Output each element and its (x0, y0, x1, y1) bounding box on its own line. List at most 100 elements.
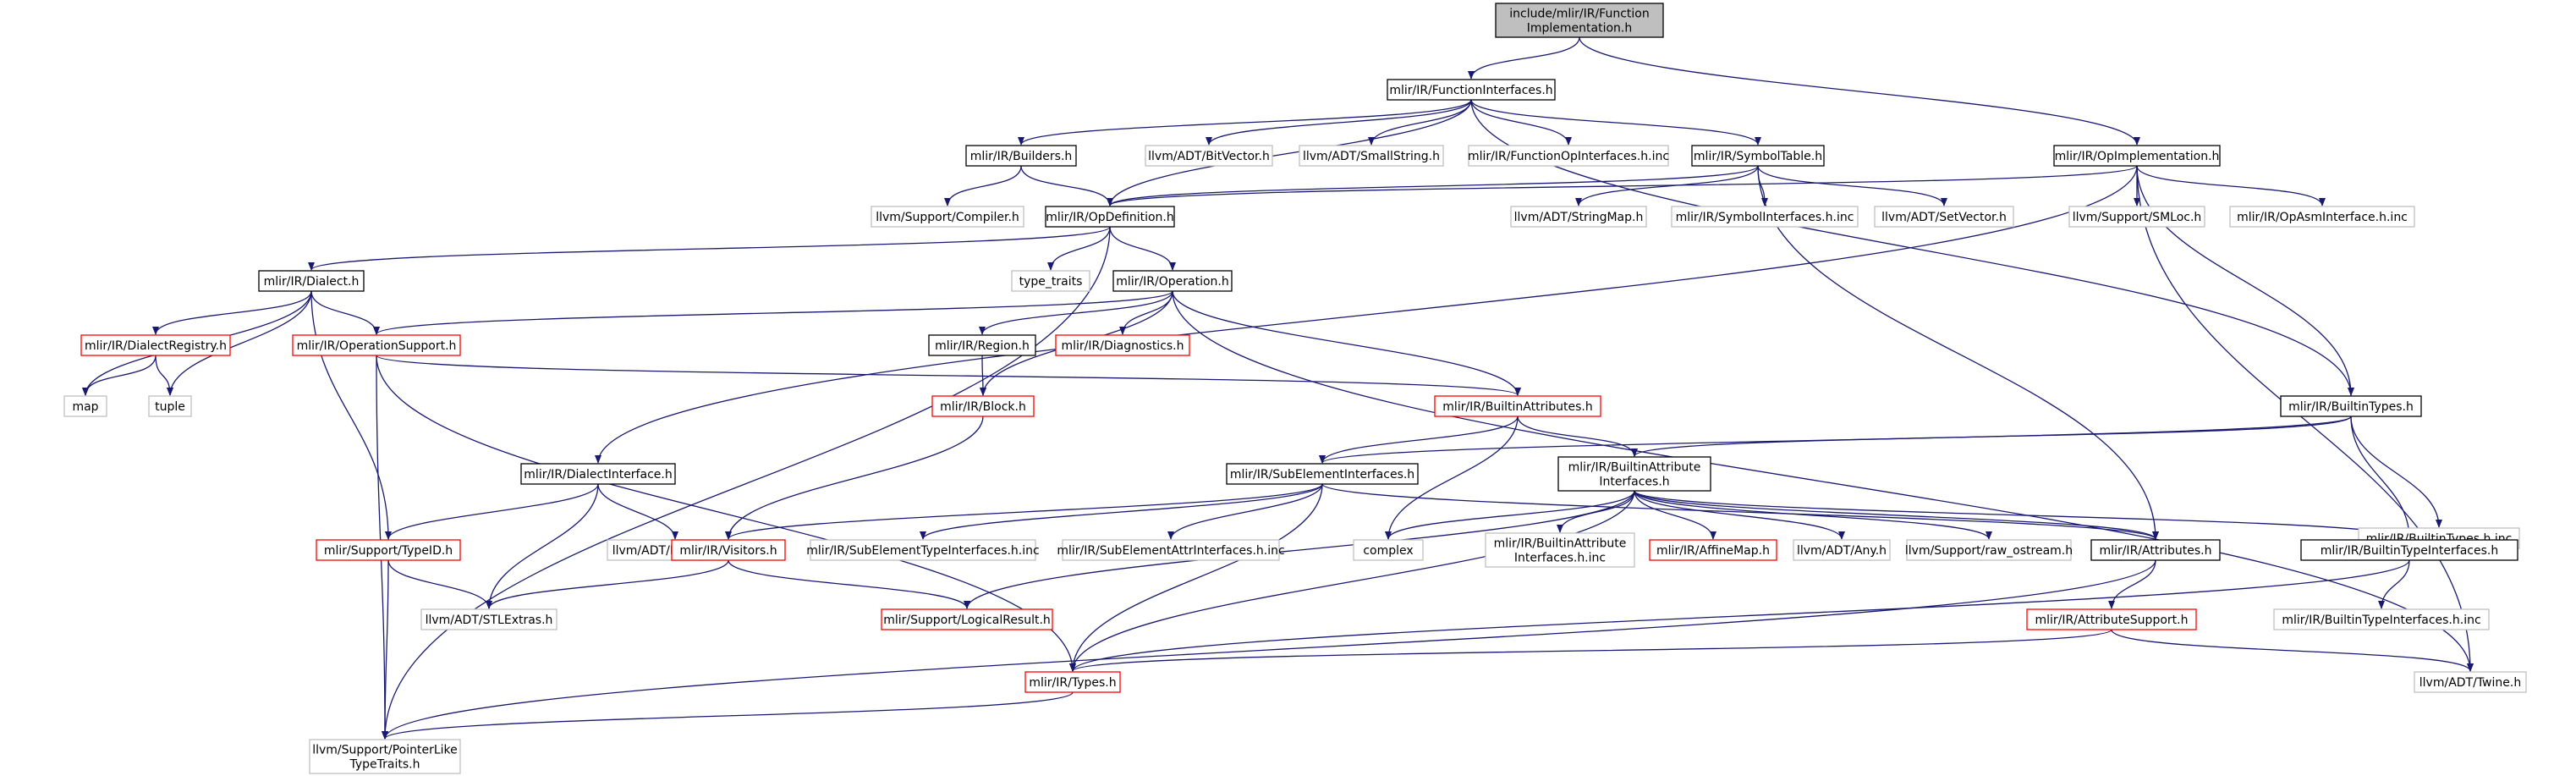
dependency-edge (2350, 416, 2413, 540)
node-box (1671, 206, 1859, 228)
node-box (1557, 456, 1711, 492)
file-node-dialectif[interactable]: mlir/IR/DialectInterface.h (520, 463, 676, 485)
node-box (1793, 539, 1891, 561)
node-label: mlir/IR/BuiltinTypeInterfaces.h.inc (2282, 614, 2480, 627)
node-label: mlir/IR/Region.h (935, 339, 1030, 353)
node-box (1495, 3, 1664, 38)
file-node-typeid[interactable]: mlir/Support/TypeID.h (316, 539, 461, 561)
node-box (2090, 539, 2221, 561)
node-label: mlir/IR/OpAsmInterface.h.inc (2237, 211, 2408, 224)
file-node-diagnostics[interactable]: mlir/IR/Diagnostics.h (1055, 334, 1190, 356)
dependency-edge (1579, 36, 2140, 146)
node-label: mlir/IR/BuiltinAttribute (1568, 461, 1701, 475)
node-label: mlir/IR/OpImplementation.h (2055, 150, 2220, 163)
node-label: mlir/IR/SubElementTypeInterfaces.h.inc (806, 544, 1039, 558)
node-box (2300, 539, 2518, 561)
node-box (1691, 145, 1825, 167)
file-node-opimpl[interactable]: mlir/IR/OpImplementation.h (2053, 145, 2221, 167)
file-node-dialectreg[interactable]: mlir/IR/DialectRegistry.h (80, 334, 231, 356)
file-node-region[interactable]: mlir/IR/Region.h (928, 334, 1036, 356)
dependency-edge (308, 226, 1111, 271)
dependency-edge (1172, 290, 2474, 672)
node-label: mlir/IR/FunctionInterfaces.h (1389, 84, 1552, 97)
node-label: llvm/ADT/Twine.h (2419, 676, 2521, 690)
node-box (2280, 395, 2422, 417)
file-node-types[interactable]: mlir/IR/Types.h (1024, 671, 1121, 693)
node-box (881, 608, 1053, 630)
node-box (1434, 395, 1601, 417)
dependency-edge (82, 355, 157, 396)
file-node-visitors[interactable]: mlir/IR/Visitors.h (671, 539, 786, 561)
file-node-logicalresult[interactable]: mlir/Support/LogicalResult.h (881, 608, 1053, 630)
file-node-operation[interactable]: mlir/IR/Operation.h (1112, 270, 1233, 292)
node-box (965, 145, 1077, 167)
node-box (2414, 671, 2527, 693)
dependency-edge (1107, 165, 2138, 206)
dependency-edge (1757, 165, 1947, 206)
dependency-edge (1069, 483, 1323, 672)
node-box (1145, 145, 1273, 167)
node-label: Implementation.h (1527, 22, 1633, 36)
dependency-edge (376, 355, 1521, 396)
node-label: mlir/IR/OperationSupport.h (297, 339, 457, 353)
node-label: tuple (155, 400, 185, 414)
file-node-funcif[interactable]: mlir/IR/FunctionInterfaces.h (1387, 79, 1556, 101)
file-node-attributes[interactable]: mlir/IR/Attributes.h (2090, 539, 2221, 561)
file-node-opdef[interactable]: mlir/IR/OpDefinition.h (1045, 206, 1175, 228)
dependency-edge (597, 483, 678, 540)
dependency-edge (1107, 165, 1759, 206)
node-label: mlir/IR/SubElementInterfaces.h (1230, 468, 1414, 482)
file-node-builtinattrs[interactable]: mlir/IR/BuiltinAttributes.h (1434, 395, 1601, 417)
dependency-edge (979, 290, 1173, 335)
dependency-edge (964, 490, 1635, 609)
dependency-edge (1321, 483, 2159, 540)
dependency-edge (382, 226, 1111, 740)
node-box (1510, 206, 1647, 228)
node-box (1112, 270, 1233, 292)
node-label: mlir/IR/Attributes.h (2100, 544, 2212, 558)
node-label: mlir/IR/SubElementAttrInterfaces.h.inc (1057, 544, 1284, 558)
node-box (928, 334, 1036, 356)
file-node-builtintypes[interactable]: mlir/IR/BuiltinTypes.h (2280, 395, 2422, 417)
dependency-edge (1385, 490, 1635, 540)
node-box (80, 334, 231, 356)
node-label: llvm/ADT/STLExtras.h (426, 614, 553, 627)
file-node-block[interactable]: mlir/IR/Block.h (931, 395, 1035, 417)
dependency-edge (382, 691, 1074, 740)
dependency-edge (595, 165, 2138, 464)
dependency-edge (1119, 290, 1173, 335)
file-node-any: llvm/ADT/Any.h (1793, 539, 1891, 561)
dependency-edge (1069, 629, 2112, 672)
node-label: mlir/IR/DialectInterface.h (524, 468, 672, 482)
file-node-funcopif: mlir/IR/FunctionOpInterfaces.h.inc (1468, 145, 1669, 167)
file-node-builders[interactable]: mlir/IR/Builders.h (965, 145, 1077, 167)
file-node-opsupport[interactable]: mlir/IR/OperationSupport.h (292, 334, 461, 356)
node-box (420, 608, 557, 630)
file-node-builtintypeif[interactable]: mlir/IR/BuiltinTypeInterfaces.h (2300, 539, 2518, 561)
node-box (810, 539, 1036, 561)
file-node-subelemattrif: mlir/IR/SubElementAttrInterfaces.h.inc (1057, 539, 1285, 561)
file-node-symif: mlir/IR/SymbolInterfaces.h.inc (1671, 206, 1859, 228)
dependency-edge (1634, 490, 1992, 540)
file-node-attrsupport[interactable]: mlir/IR/AttributeSupport.h (2026, 608, 2197, 630)
file-node-compiler: llvm/Support/Compiler.h (871, 206, 1024, 228)
file-node-subelemif[interactable]: mlir/IR/SubElementInterfaces.h (1226, 463, 1419, 485)
node-label: mlir/Support/TypeID.h (324, 544, 453, 558)
node-box (520, 463, 676, 485)
node-box (316, 539, 461, 561)
dependency-edge (1018, 99, 1472, 146)
file-node-symtable[interactable]: mlir/IR/SymbolTable.h (1691, 145, 1825, 167)
dependency-edge (1107, 99, 1472, 206)
dependency-edge (725, 483, 1323, 540)
dependency-edge (1470, 99, 1572, 146)
node-label: mlir/IR/BuiltinTypes.h (2288, 400, 2414, 414)
file-node-affinemap[interactable]: mlir/IR/AffineMap.h (1649, 539, 1777, 561)
file-node-dialect[interactable]: mlir/IR/Dialect.h (258, 270, 365, 292)
file-node-map: map (63, 395, 107, 417)
node-box (1485, 532, 1635, 568)
dependency-edge (1047, 226, 1111, 271)
